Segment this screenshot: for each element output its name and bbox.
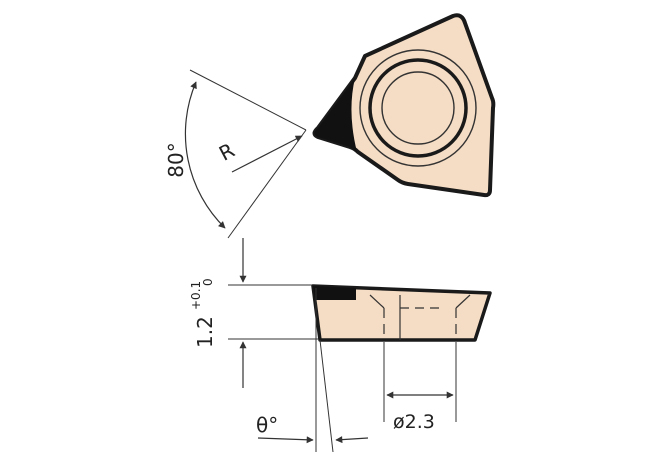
side-view	[311, 284, 492, 342]
hidden-line	[369, 294, 385, 309]
thickness-dimension: 1.2 +0.1 0	[189, 238, 318, 388]
angle-arrow-left	[257, 436, 314, 444]
chip-breaker-ring	[368, 58, 468, 158]
hole-ring	[381, 71, 455, 145]
angle-leg-lower	[227, 129, 307, 239]
angle-arc	[184, 81, 226, 229]
cutting-tip-top	[314, 78, 357, 152]
flank-extension	[319, 339, 334, 453]
angle-label: 80°	[164, 142, 188, 177]
radius-label: R	[215, 138, 239, 166]
hole-dimension: ø2.3	[383, 342, 457, 433]
insert-body-side	[311, 284, 492, 342]
tolerance-upper: +0.1	[189, 281, 203, 310]
angle-leg-upper	[189, 69, 307, 131]
clearance-angle-dimension: θ°	[256, 288, 369, 453]
radius-arrow	[231, 135, 303, 173]
cutting-tip-side	[313, 286, 356, 300]
outer-ring	[359, 49, 477, 167]
tolerance-lower: 0	[201, 278, 215, 286]
thickness-label: 1.2	[193, 316, 217, 348]
hole-diameter-label: ø2.3	[393, 411, 435, 433]
angle-arrow-right	[335, 436, 369, 444]
angle-dimension: 80° R	[164, 69, 307, 239]
clearance-angle-label: θ°	[256, 413, 278, 437]
top-view	[312, 13, 496, 198]
hidden-line	[455, 294, 471, 309]
